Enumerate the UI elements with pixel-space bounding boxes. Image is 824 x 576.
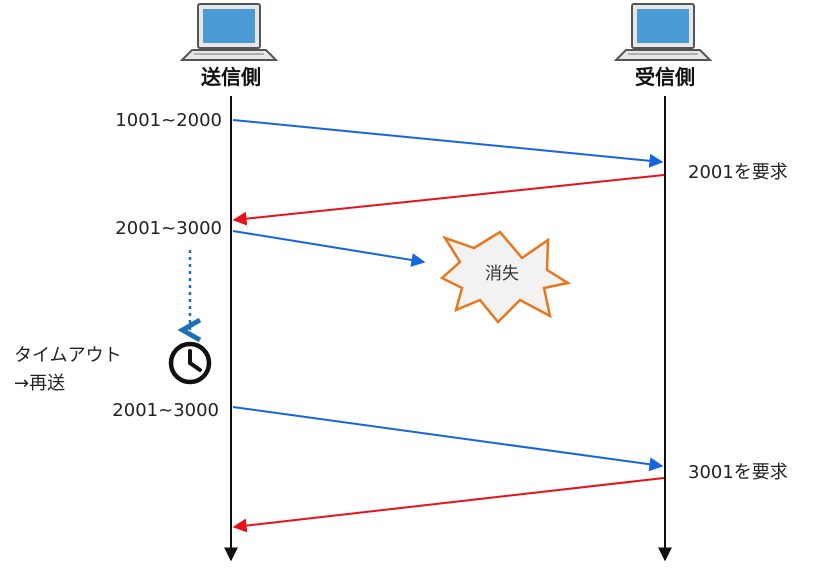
segment-label-first: 1001~2000 <box>115 110 222 131</box>
ack-arrow-second <box>232 477 665 533</box>
timeout-label-line1: タイムアウト <box>14 345 122 366</box>
data-arrow-resend <box>232 406 664 472</box>
segment-label-resend: 2001~3000 <box>112 400 219 421</box>
data-arrow-first <box>232 119 664 168</box>
loss-explosion-icon <box>439 230 572 324</box>
ack-label-second: 3001を要求 <box>688 462 788 483</box>
receiver-laptop-icon <box>613 3 713 61</box>
timeout-label-line2: →再送 <box>14 373 65 394</box>
segment-label-second: 2001~3000 <box>115 218 222 239</box>
clock-icon <box>168 341 212 385</box>
receiver-label: 受信側 <box>635 65 695 89</box>
ack-label-first: 2001を要求 <box>688 162 788 183</box>
ack-arrow-first <box>232 174 665 226</box>
data-arrow-lost <box>232 230 426 267</box>
sender-label: 送信側 <box>201 65 261 89</box>
loss-label: 消失 <box>485 264 519 284</box>
sender-laptop-icon <box>179 3 279 61</box>
